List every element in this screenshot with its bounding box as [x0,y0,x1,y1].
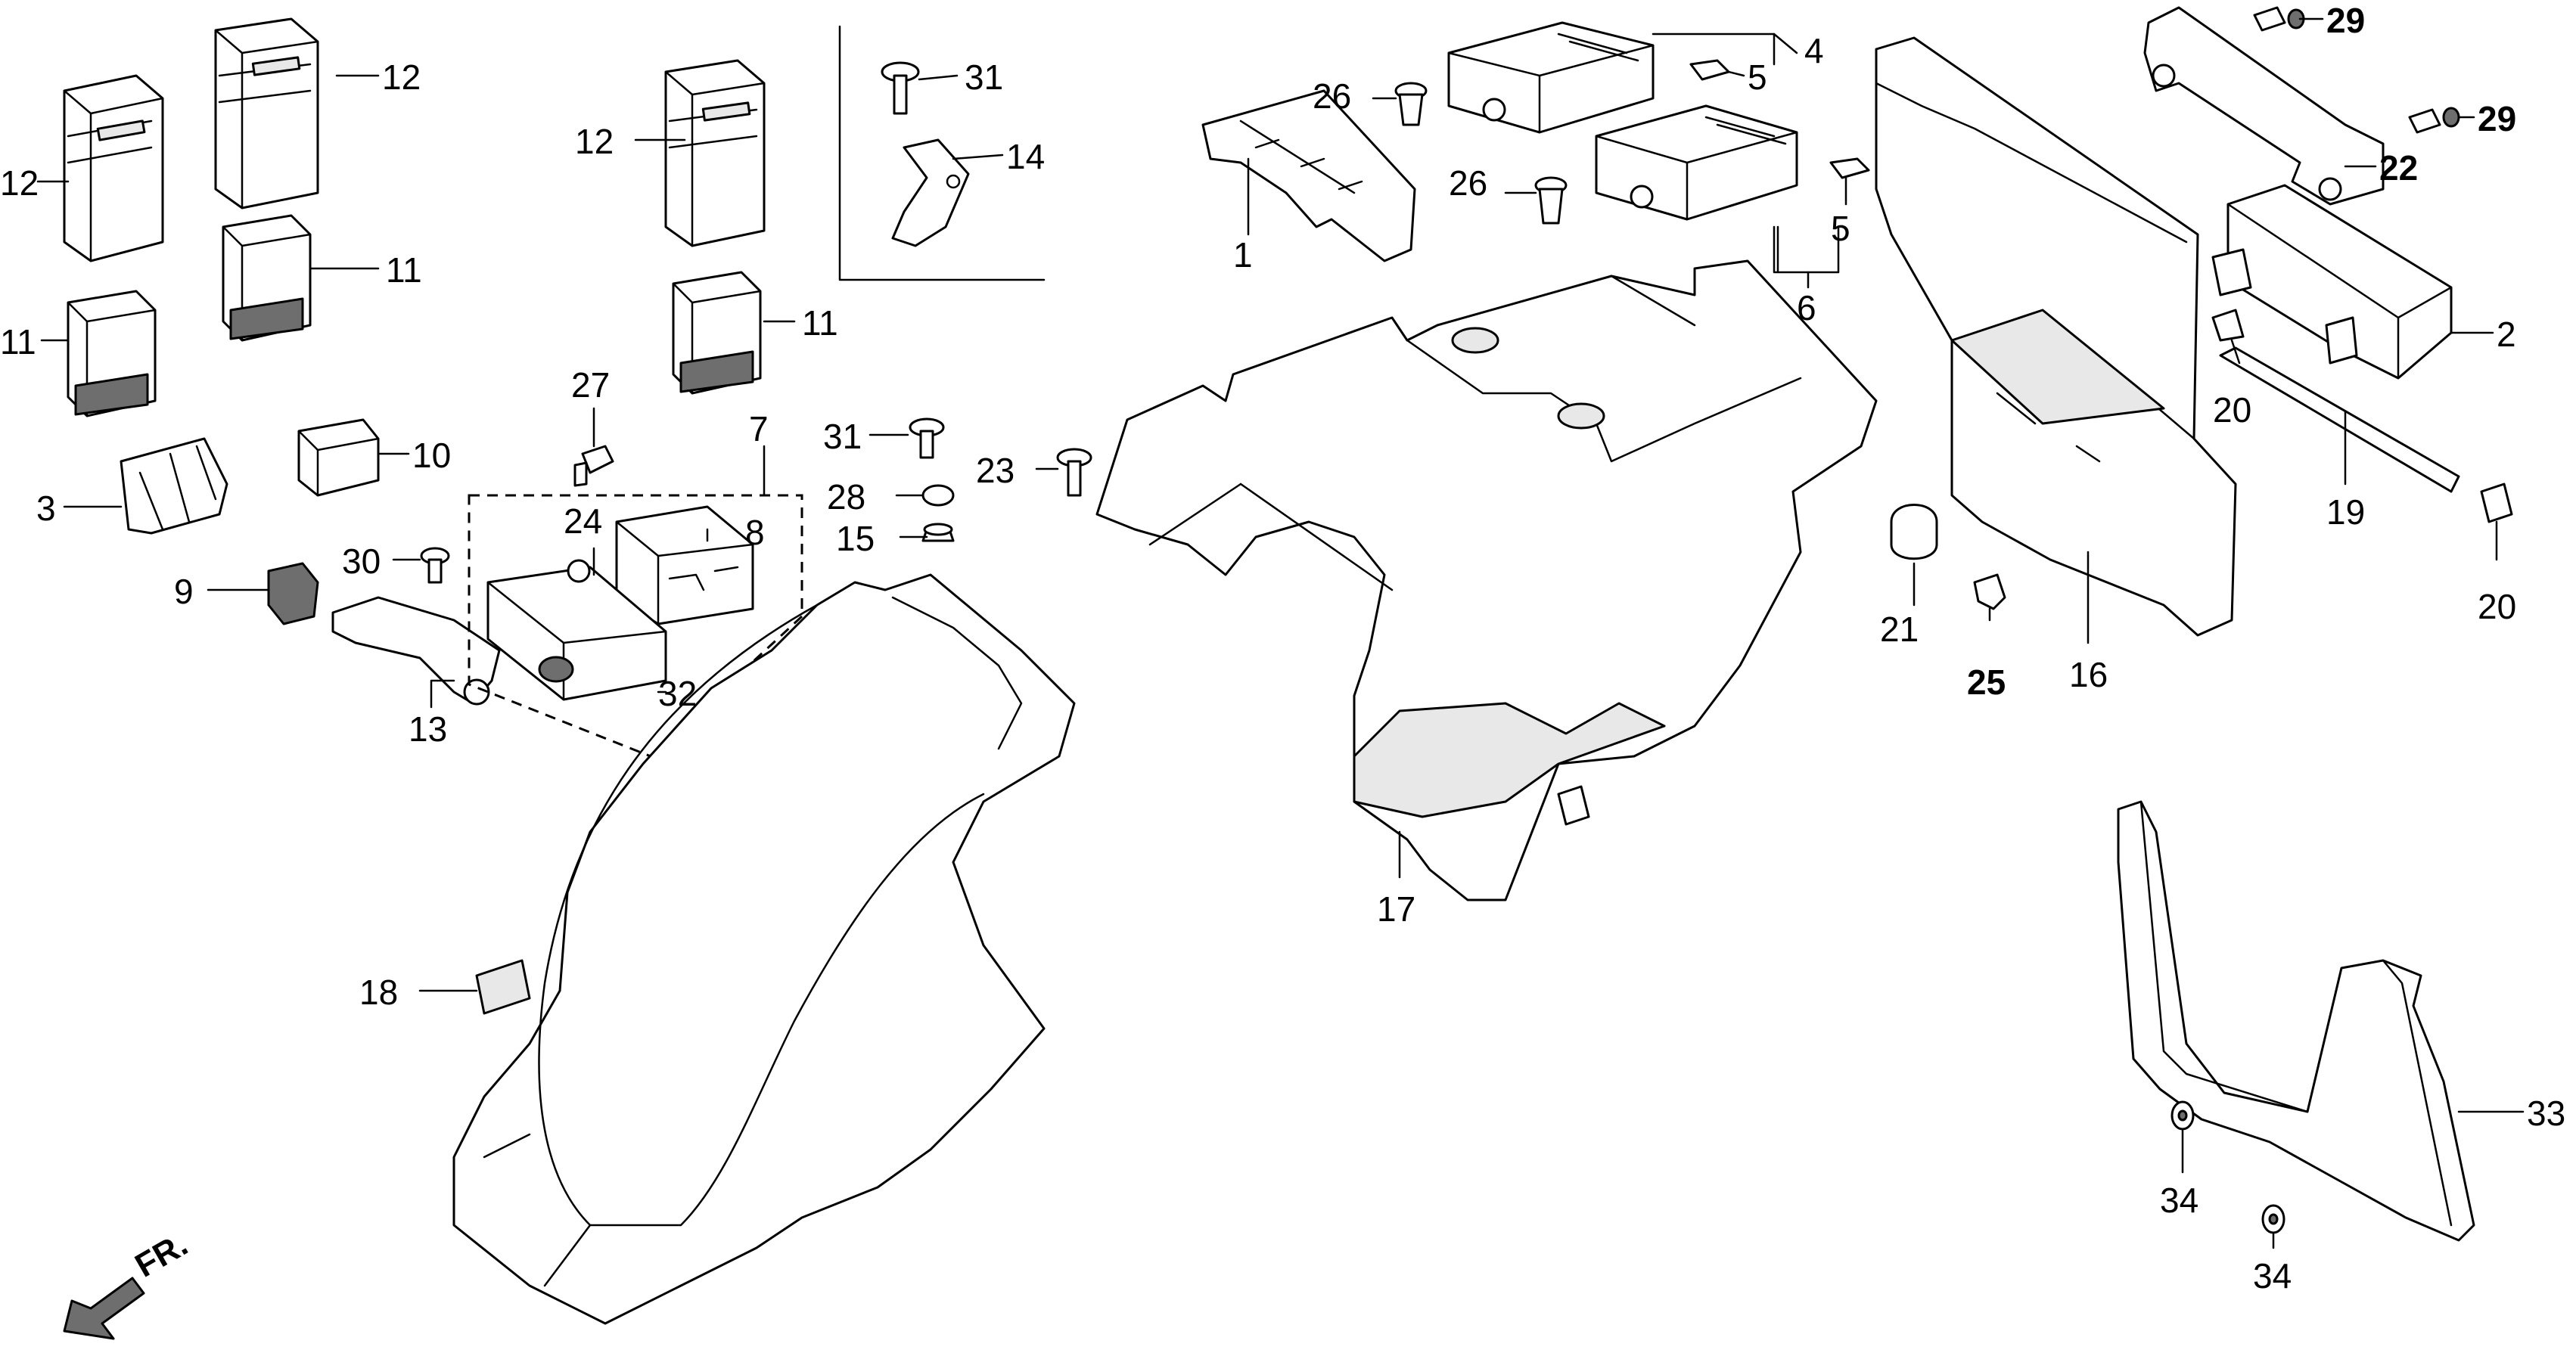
callout-34: 34 [2160,1181,2198,1220]
callout-34: 34 [2253,1256,2292,1295]
callout-21: 21 [1880,610,1919,649]
pad-5-lower [1829,157,1870,179]
bolt-29-right [2408,107,2460,134]
callout-31: 31 [823,417,862,456]
callout-33: 33 [2527,1094,2565,1133]
callout-7: 7 [749,409,769,448]
callout-1: 1 [1233,235,1253,275]
callout-20: 20 [2478,587,2516,626]
callout-14: 14 [1006,137,1045,176]
clip-15 [921,523,955,542]
cap-21 [1890,504,1938,560]
callout-10: 10 [412,436,451,475]
bolt-30 [420,547,450,584]
relay-12-middle [214,17,319,209]
callout-2: 2 [2497,315,2516,354]
bolt-23 [1056,448,1092,497]
relay-10 [297,418,380,497]
callout-6: 6 [1797,288,1816,327]
clip-26-lower [1534,176,1568,225]
callout-26: 26 [1449,163,1487,203]
unit-4-upper [1447,21,1655,134]
relay-bracket-3 [120,437,228,535]
tray-17 [1095,259,1878,901]
callout-11: 11 [386,250,422,290]
callout-labels: 12 12 12 11 11 11 3 10 9 30 13 27 24 7 8… [0,1,2565,1295]
callout-11: 11 [802,303,838,343]
relay-12-left [63,74,164,262]
bolt-29-top [2253,6,2305,32]
callout-18: 18 [359,973,398,1012]
callout-30: 30 [342,541,381,581]
callout-31: 31 [965,57,1003,97]
inner-fender-18 [452,573,1076,1325]
callout-22: 22 [2379,148,2418,188]
callout-27: 27 [571,365,610,405]
callout-26: 26 [1313,76,1351,116]
clip-26-top [1394,82,1428,126]
pad-5-upper [1689,59,1730,81]
callout-11: 11 [0,322,36,361]
washer-34-left [2170,1100,2195,1131]
callout-12: 12 [0,163,39,203]
clip-20-lower [2480,483,2513,523]
washer-28 [921,484,955,507]
callout-12: 12 [575,122,614,161]
callout-29: 29 [2478,99,2516,138]
front-label: FR. [129,1226,194,1285]
callout-15: 15 [836,519,875,558]
relay-12-right [664,59,766,247]
clip-20-upper [2211,309,2245,342]
callout-24: 24 [564,501,602,541]
relay-11-left [67,290,157,417]
callout-3: 3 [36,489,56,528]
callout-5: 5 [1748,57,1767,97]
light-2 [2211,184,2453,380]
relay-11-right [672,271,762,395]
callout-20: 20 [2213,390,2251,430]
section-divider [838,25,1046,281]
part-8-connector [615,505,754,625]
callout-32: 32 [658,674,697,713]
callout-28: 28 [827,477,865,517]
part-9 [267,562,319,625]
callout-23: 23 [976,451,1015,490]
callout-17: 17 [1377,889,1415,929]
bolt-31-middle [909,417,945,459]
bracket-13 [331,596,501,706]
part-24-connector [486,559,667,701]
front-direction-arrow: FR. [63,1226,194,1340]
bracket-22 [2143,6,2385,206]
bolt-31-top [881,61,920,115]
unit-6-lower [1595,104,1798,221]
callout-12: 12 [382,57,421,97]
bolt-27 [573,445,614,487]
callout-4: 4 [1804,31,1824,70]
mudflap-33 [2117,800,2475,1242]
washer-34-right [2261,1204,2285,1234]
leader-lines [36,17,2525,1249]
bracket-14 [891,138,970,247]
callout-8: 8 [745,513,765,552]
group-7-dashed-box [468,494,803,758]
callout-16: 16 [2069,655,2108,694]
clip-25 [1973,573,2006,610]
callout-19: 19 [2326,492,2365,532]
strip-19 [2219,346,2460,493]
callout-5: 5 [1831,209,1850,248]
panel-16 [1875,36,2237,637]
callout-25: 25 [1967,662,2006,702]
relay-11-middle [222,214,312,342]
callout-29: 29 [2326,1,2365,40]
callout-9: 9 [174,572,194,611]
bracket-1 [1201,89,1416,262]
callout-13: 13 [409,709,447,749]
